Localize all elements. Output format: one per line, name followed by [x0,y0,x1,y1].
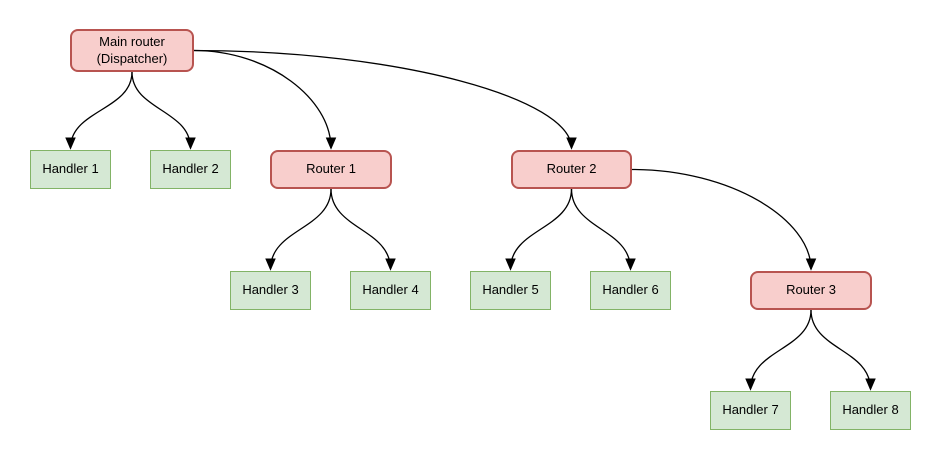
node-handler-8-label: Handler 8 [842,402,899,418]
node-handler-5-label: Handler 5 [482,282,539,298]
node-router-1-label: Router 1 [306,161,356,177]
edge-main-router-to-router-2 [193,49,577,150]
node-handler-6[interactable]: Handler 6 [590,271,671,310]
edge-router-2-to-handler-5 [505,188,573,271]
node-handler-5[interactable]: Handler 5 [470,271,551,310]
node-handler-2-label: Handler 2 [162,161,219,177]
node-handler-1-label: Handler 1 [42,161,99,177]
node-router-2[interactable]: Router 2 [511,150,632,189]
node-router-1[interactable]: Router 1 [270,150,392,189]
edge-router-3-to-handler-7 [745,309,812,391]
edge-main-router-to-router-1 [193,49,337,150]
node-handler-8[interactable]: Handler 8 [830,391,911,430]
node-router-2-label: Router 2 [546,161,597,177]
edge-main-router-to-handler-1 [65,71,133,150]
edge-router-3-to-handler-8 [810,309,876,391]
node-main-router-label: Main router (Dispatcher) [96,34,168,66]
node-handler-3-label: Handler 3 [242,282,299,298]
edge-router-1-to-handler-4 [330,188,396,271]
node-handler-7-label: Handler 7 [722,402,779,418]
edge-main-router-to-handler-2 [131,71,196,150]
node-router-3[interactable]: Router 3 [750,271,872,310]
node-handler-7[interactable]: Handler 7 [710,391,791,430]
edge-router-1-to-handler-3 [265,188,332,271]
node-handler-1[interactable]: Handler 1 [30,150,111,189]
edge-router-2-to-handler-6 [570,188,636,271]
node-handler-4[interactable]: Handler 4 [350,271,431,310]
node-handler-6-label: Handler 6 [602,282,659,298]
node-handler-2[interactable]: Handler 2 [150,150,231,189]
node-main-router[interactable]: Main router (Dispatcher) [70,29,194,72]
node-handler-4-label: Handler 4 [362,282,419,298]
node-handler-3[interactable]: Handler 3 [230,271,311,310]
node-router-3-label: Router 3 [786,282,836,298]
edge-router-2-to-router-3 [631,168,817,271]
